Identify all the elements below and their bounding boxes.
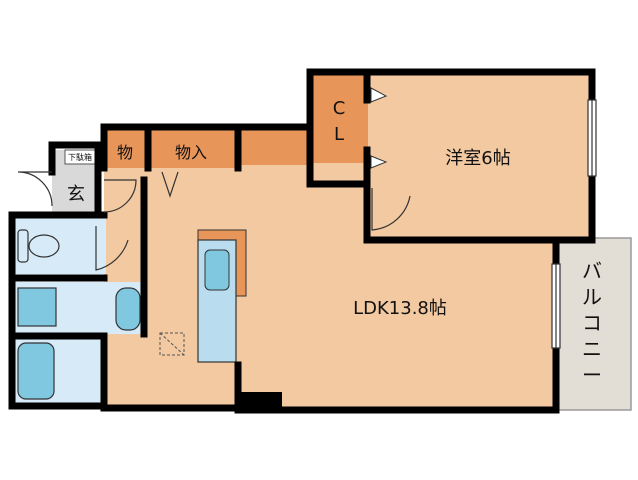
storage-in-label: 物入 bbox=[175, 143, 207, 162]
bathtub bbox=[17, 342, 55, 400]
western-room-floor bbox=[367, 72, 592, 240]
storage-tan bbox=[237, 130, 309, 165]
balcony-char-2: ル bbox=[582, 285, 602, 309]
entrance-label: 玄 bbox=[67, 184, 85, 205]
storage-small-label: 物 bbox=[117, 143, 133, 162]
windows bbox=[551, 99, 597, 349]
shoe-box-label: 下駄箱 bbox=[68, 152, 92, 162]
wash-basin bbox=[115, 287, 141, 331]
closet-label-l: L bbox=[334, 124, 344, 145]
kitchen-sink bbox=[204, 249, 230, 291]
storage-small-floor bbox=[106, 130, 148, 168]
balcony-char-4: ニ bbox=[582, 337, 602, 361]
column-block bbox=[236, 392, 282, 410]
washing-machine bbox=[17, 287, 57, 327]
closet-door-triangles bbox=[370, 87, 388, 169]
toilet-tank bbox=[17, 229, 29, 263]
ceiling-hatch-diag bbox=[159, 332, 185, 356]
ldk-label: LDK13.8帖 bbox=[353, 298, 447, 319]
balcony-char-5: ー bbox=[582, 363, 602, 387]
balcony-area bbox=[555, 237, 632, 411]
closet-label-c: C bbox=[333, 98, 346, 119]
walls bbox=[8, 68, 596, 414]
door-swings bbox=[17, 171, 411, 271]
balcony-char-3: コ bbox=[582, 311, 602, 335]
ldk-floor-east bbox=[364, 240, 556, 408]
storage-in-floor bbox=[148, 130, 238, 168]
balcony-char-1: バ bbox=[582, 259, 602, 283]
ceiling-hatch bbox=[159, 332, 185, 356]
balcony-label: バ ル コ ニ ー bbox=[582, 259, 602, 387]
western-room-label: 洋室6帖 bbox=[445, 148, 510, 169]
toilet-bowl bbox=[28, 234, 60, 258]
